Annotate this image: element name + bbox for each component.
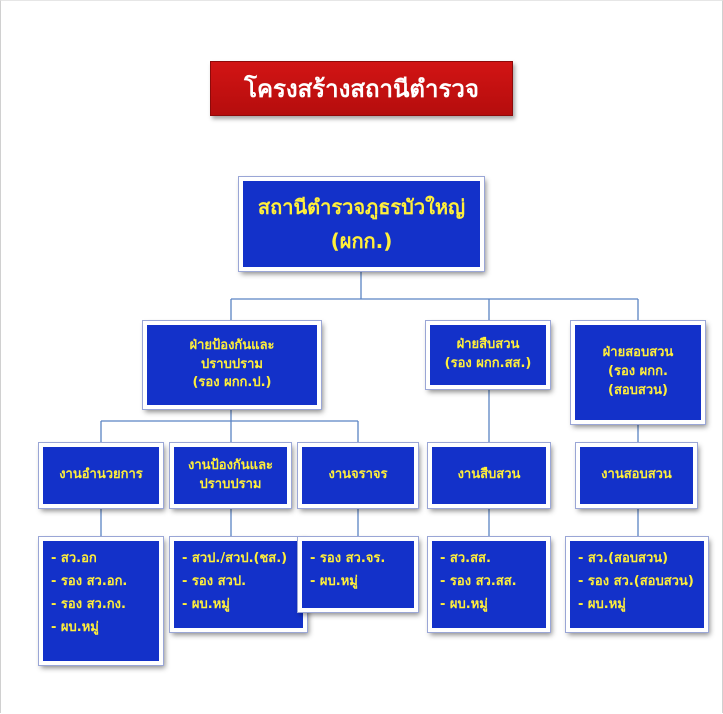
unit-box-inquiry: งานสอบสวน — [575, 442, 698, 509]
staff-item: - สว.(สอบสวน) — [578, 551, 669, 566]
root-line: (ผกก.) — [330, 229, 393, 253]
unit-line: งานจราจร — [328, 467, 388, 483]
division-line: (รอง ผกก.สส.) — [444, 356, 532, 371]
unit-box-prevention: งานป้องกันและ ปราบปราม — [169, 442, 292, 509]
staff-list-traffic: - รอง สว.จร. - ผบ.หมู่ — [297, 536, 419, 613]
staff-item: - สวป./สวป.(ชส.) — [182, 551, 288, 566]
staff-item: - รอง สว.(สอบสวน) — [578, 574, 694, 589]
staff-item: - ผบ.หมู่ — [51, 620, 99, 635]
staff-item: - รอง สว.สส. — [440, 574, 517, 589]
root-station-box: สถานีตำรวจภูธรบัวใหญ่ (ผกก.) — [238, 176, 485, 272]
unit-line: งานป้องกันและ — [187, 457, 274, 473]
staff-item: - ผบ.หมู่ — [310, 574, 358, 589]
staff-list-prevention: - สวป./สวป.(ชส.) - รอง สวป. - ผบ.หมู่ — [169, 536, 308, 633]
division-line: ฝ่ายสอบสวน — [602, 345, 674, 361]
unit-box-traffic: งานจราจร — [297, 442, 419, 509]
staff-item: - สว.อก — [51, 551, 97, 566]
staff-item: - รอง สวป. — [182, 574, 247, 589]
staff-item: - สว.สส. — [440, 551, 491, 566]
division-box-prevention: ฝ่ายป้องกันและ ปราบปราม (รอง ผกก.ป.) — [142, 320, 322, 410]
chart-title: โครงสร้างสถานีตำรวจ — [210, 61, 513, 116]
division-line: ปราบปราม — [201, 356, 263, 372]
staff-item: - ผบ.หมู่ — [578, 597, 626, 612]
unit-line: ปราบปราม — [199, 476, 262, 492]
unit-line: งานสอบสวน — [601, 467, 672, 483]
root-line: สถานีตำรวจภูธรบัวใหญ่ — [257, 195, 466, 219]
unit-box-investigation: งานสืบสวน — [427, 442, 551, 509]
division-line: (รอง ผกก. — [608, 364, 668, 380]
division-box-inquiry: ฝ่ายสอบสวน (รอง ผกก. (สอบสวน) — [570, 320, 706, 425]
staff-list-investigation: - สว.สส. - รอง สว.สส. - ผบ.หมู่ — [427, 536, 551, 633]
division-line: (สอบสวน) — [608, 382, 668, 398]
staff-list-administration: - สว.อก - รอง สว.อก. - รอง สว.กง. - ผบ.ห… — [38, 536, 164, 666]
division-line: (รอง ผกก.ป.) — [192, 375, 272, 391]
staff-item: - ผบ.หมู่ — [182, 597, 230, 612]
division-line: ฝ่ายสืบสวน — [456, 337, 520, 353]
unit-line: งานสืบสวน — [457, 467, 521, 483]
unit-line: งานอำนวยการ — [59, 467, 143, 483]
staff-item: - ผบ.หมู่ — [440, 597, 488, 612]
staff-item: - รอง สว.กง. — [51, 597, 126, 612]
staff-item: - รอง สว.อก. — [51, 574, 128, 589]
staff-item: - รอง สว.จร. — [310, 551, 386, 566]
unit-box-administration: งานอำนวยการ — [38, 442, 164, 509]
division-line: ฝ่ายป้องกันและ — [189, 337, 275, 353]
chart-title-text: โครงสร้างสถานีตำรวจ — [244, 75, 479, 103]
staff-list-inquiry: - สว.(สอบสวน) - รอง สว.(สอบสวน) - ผบ.หมู… — [565, 536, 709, 633]
division-box-investigation: ฝ่ายสืบสวน (รอง ผกก.สส.) — [425, 320, 551, 390]
